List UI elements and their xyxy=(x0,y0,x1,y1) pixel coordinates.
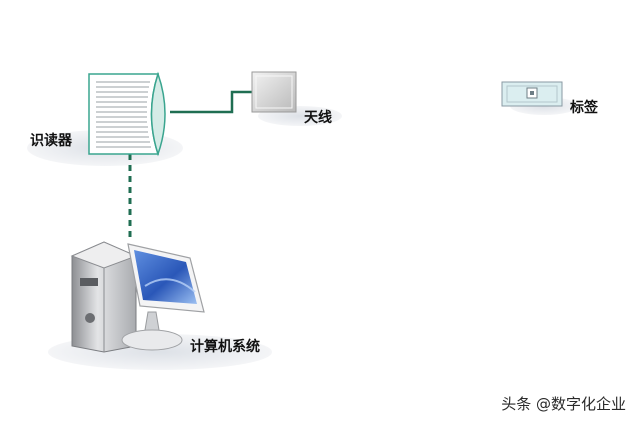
watermark-text: 头条 @数字化企业 xyxy=(501,395,626,413)
reader-label: 识读器 xyxy=(30,133,72,149)
tag-label: 标签 xyxy=(570,100,598,116)
reader-antenna-cable xyxy=(170,90,252,114)
computer-label: 计算机系统 xyxy=(190,339,260,355)
antenna-label: 天线 xyxy=(304,110,332,126)
antenna-icon xyxy=(251,71,297,113)
computer-icon xyxy=(70,241,205,353)
reader-icon xyxy=(88,71,166,157)
tag-icon xyxy=(501,81,563,107)
